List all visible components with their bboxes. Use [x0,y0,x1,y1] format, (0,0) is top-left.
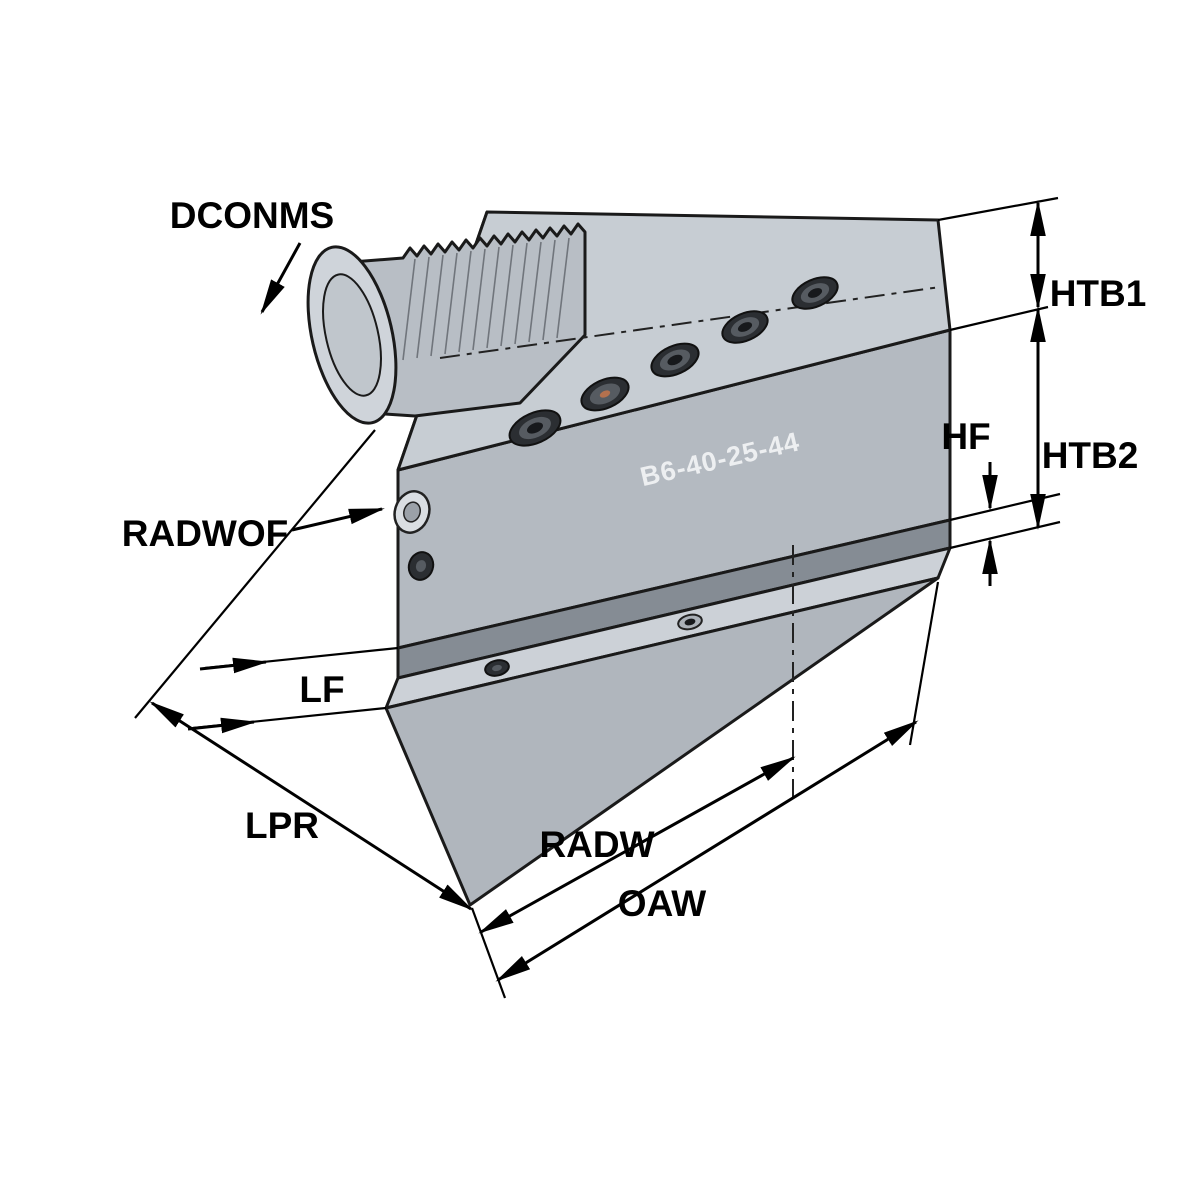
body-centerline [439,286,941,359]
shank-serration-lines [402,237,570,361]
copper-set-screw-dot [599,390,611,398]
dim-line-lpr [149,701,474,911]
dimension-lines [149,200,1046,982]
label-radwof: RADWOF [122,513,288,554]
leader-lf-upper [199,657,269,674]
ext-line-lpr-top [134,429,376,719]
side-cylindrical-boss [393,490,431,534]
side-hex-screw [407,551,435,581]
leader-radwof [291,507,385,532]
ext-line-body-bottom [949,492,1061,522]
label-oaw: OAW [618,883,706,924]
shank-end-cap [306,245,398,425]
label-hf: HF [941,416,990,457]
ext-line-body-front-edge [949,305,1049,332]
label-lpr: LPR [245,805,319,846]
dimension-labels: DCONMS HTB1 HF HTB2 RADWOF LF LPR RADW O… [122,195,1147,924]
shank-end-cap-inner-ring [322,273,382,397]
clamp-screw-4 [721,310,769,344]
bar-countersunk-hole [677,613,703,631]
label-radw: RADW [539,824,654,865]
label-htb1: HTB1 [1050,273,1147,314]
dim-line-oaw [495,720,919,982]
leader-dconms [260,242,302,315]
ext-line-width-right [908,581,940,746]
clamp-screw-3 [650,342,700,378]
serrated-shank [306,222,587,425]
ext-line-width-left [470,907,507,999]
leader-lf-lower [187,717,257,734]
ext-line-bar-top [949,520,1061,550]
clamp-screw-1 [508,409,562,447]
label-lf: LF [299,669,344,710]
label-htb2: HTB2 [1042,435,1139,476]
bar-seat-screw [484,659,510,677]
fasteners [393,276,839,677]
ext-line-body-top [937,196,1059,222]
clamp-screw-2 [580,376,630,412]
label-dconms: DCONMS [170,195,334,236]
clamp-screw-5 [791,276,839,310]
